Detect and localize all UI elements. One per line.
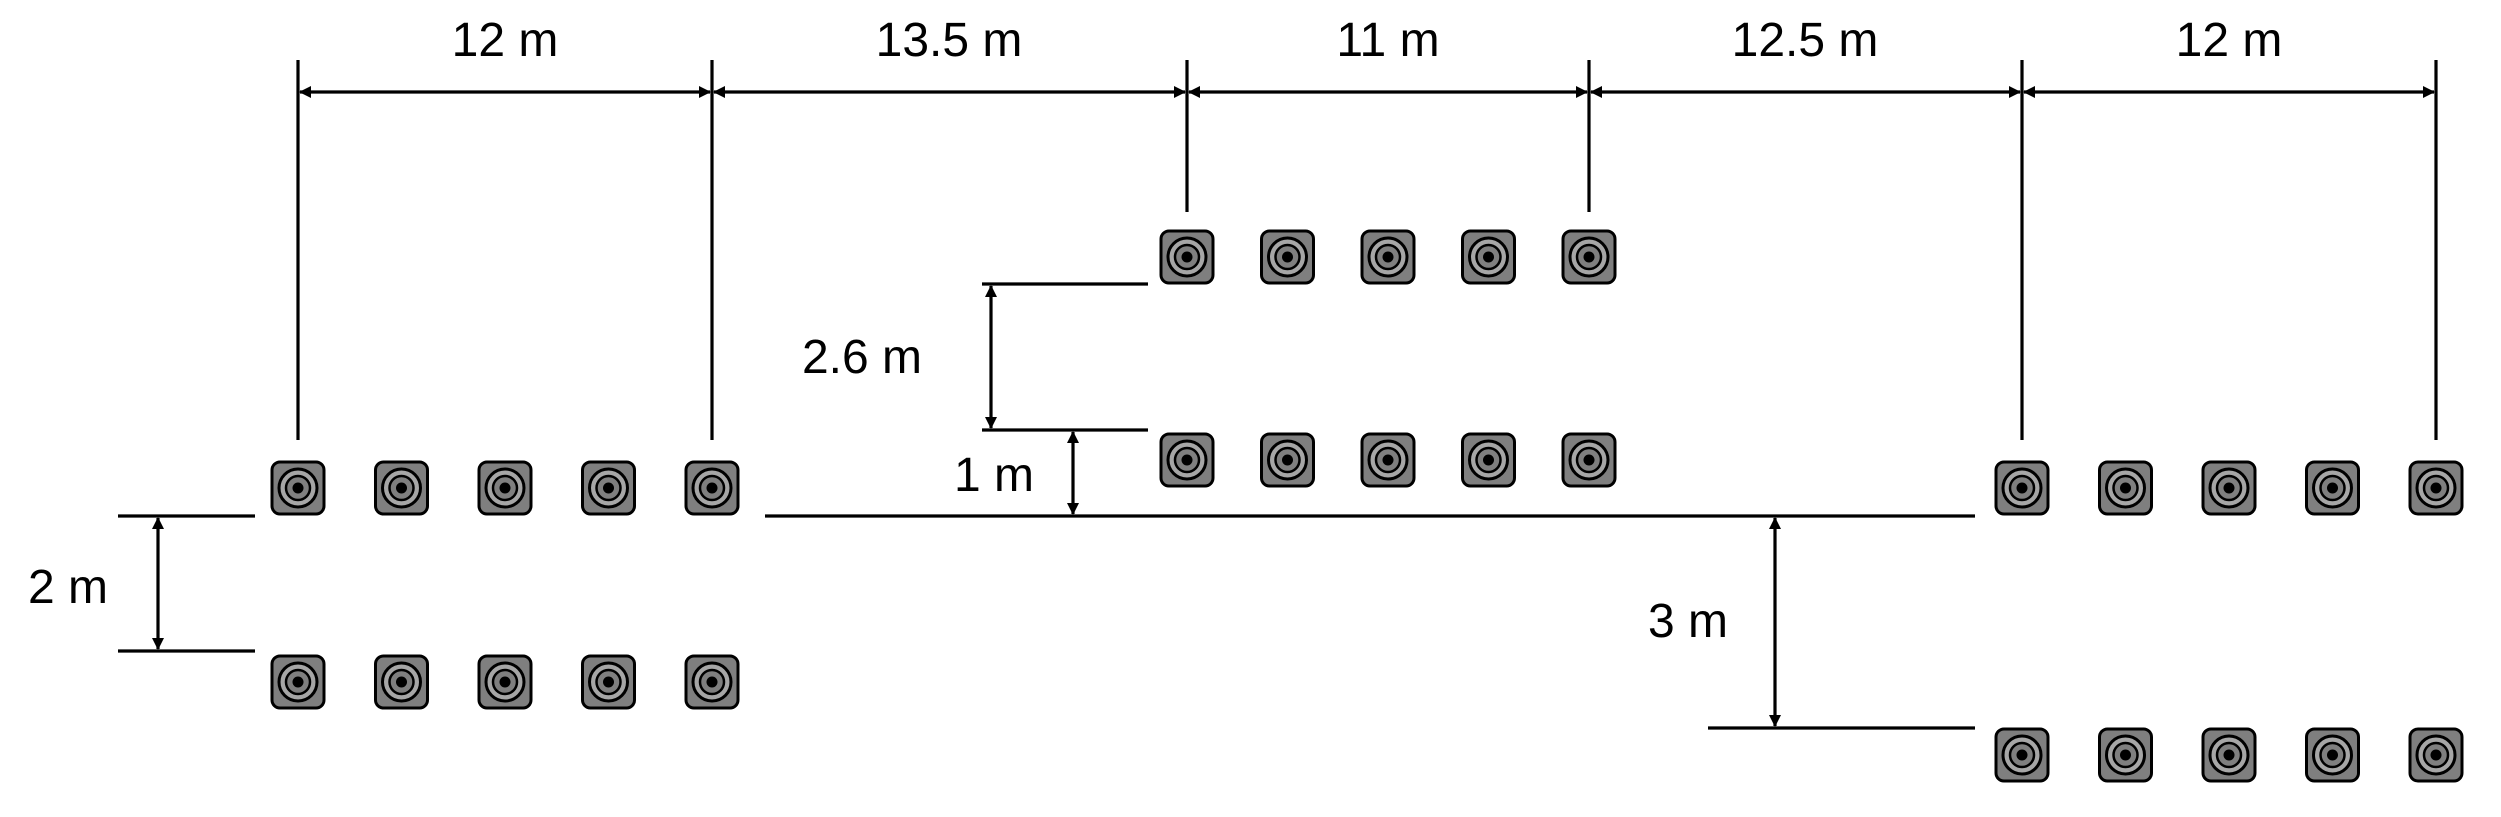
- sensor-icon: [1461, 432, 1516, 488]
- diagram-lines: [118, 60, 2438, 730]
- sensor-icon: [2305, 460, 2360, 516]
- sensor-icon: [1260, 229, 1315, 285]
- sensor-icon: [684, 460, 740, 516]
- sensor-icon: [1159, 432, 1215, 488]
- sensor-dot: [1382, 251, 1394, 263]
- sensor-icon: [581, 460, 636, 516]
- sensor-icon: [1561, 229, 1617, 285]
- sensor-icon: [374, 460, 429, 516]
- sensor-dot: [292, 482, 304, 494]
- dimension-label-v2: 2.6 m: [802, 331, 922, 384]
- sensor-dot: [2430, 482, 2442, 494]
- sensor-icon: [2201, 460, 2257, 516]
- sensor-dot: [2016, 749, 2028, 761]
- dimension-label-h2: 13.5 m: [876, 14, 1023, 67]
- sensor-dot: [706, 482, 718, 494]
- sensor-dot: [1583, 454, 1595, 466]
- sensor-icon: [2408, 727, 2464, 783]
- sensor-icon: [1994, 727, 2050, 783]
- sensor-icon: [1461, 229, 1516, 285]
- sensor-icon: [1561, 432, 1617, 488]
- row-right-lower: [1994, 727, 2464, 783]
- sensor-dot: [2327, 482, 2338, 494]
- sensor-dot: [499, 482, 511, 494]
- sensor-icon: [477, 460, 533, 516]
- sensor-icon: [2098, 727, 2153, 783]
- sensor-dot: [706, 676, 718, 688]
- row-left-lower: [270, 654, 740, 710]
- sensor-icon: [2201, 727, 2257, 783]
- sensor-icon: [270, 654, 326, 710]
- sensor-dot: [603, 676, 614, 688]
- sensor-dot: [1282, 454, 1293, 466]
- sensor-icon: [1159, 229, 1215, 285]
- row-middle-lower: [1159, 432, 1617, 488]
- sensor-icon: [1260, 432, 1315, 488]
- sensor-dot: [396, 482, 407, 494]
- dimension-label-h4: 12.5 m: [1732, 14, 1879, 67]
- sensor-dot: [1583, 251, 1595, 263]
- sensor-icon: [2408, 460, 2464, 516]
- row-middle-upper: [1159, 229, 1617, 285]
- sensor-icon: [1994, 460, 2050, 516]
- sensor-dot: [2327, 749, 2338, 761]
- sensor-icon: [477, 654, 533, 710]
- sensor-array: [270, 229, 2464, 783]
- sensor-dot: [292, 676, 304, 688]
- sensor-icon: [1360, 229, 1416, 285]
- sensor-icon: [2305, 727, 2360, 783]
- row-left-upper: [270, 460, 740, 516]
- dimension-label-h1: 12 m: [452, 14, 559, 67]
- dimension-label-v1: 2 m: [28, 561, 108, 614]
- sensor-dot: [603, 482, 614, 494]
- dimension-label-v3: 1 m: [954, 449, 1034, 502]
- sensor-dot: [1382, 454, 1394, 466]
- sensor-icon: [581, 654, 636, 710]
- sensor-icon: [374, 654, 429, 710]
- row-right-upper: [1994, 460, 2464, 516]
- sensor-dot: [2223, 749, 2235, 761]
- sensor-icon: [684, 654, 740, 710]
- sensor-dot: [499, 676, 511, 688]
- sensor-dot: [2016, 482, 2028, 494]
- sensor-dot: [1282, 251, 1293, 263]
- sensor-dot: [2430, 749, 2442, 761]
- sensor-dot: [1483, 251, 1494, 263]
- sensor-icon: [2098, 460, 2153, 516]
- sensor-dot: [1181, 251, 1193, 263]
- sensor-icon: [270, 460, 326, 516]
- sensor-dot: [1181, 454, 1193, 466]
- sensor-dot: [2223, 482, 2235, 494]
- sensor-dot: [2120, 749, 2131, 761]
- sensor-dot: [396, 676, 407, 688]
- dimension-label-h5: 12 m: [2176, 14, 2283, 67]
- dimension-label-v4: 3 m: [1648, 595, 1728, 648]
- dimension-label-h3: 11 m: [1336, 14, 1439, 67]
- sensor-dot: [2120, 482, 2131, 494]
- sensor-icon: [1360, 432, 1416, 488]
- dimension-annotations: 12 m 13.5 m 11 m 12.5 m 12 m 2 m 2.6 m 1 m 3 m: [28, 14, 2435, 727]
- sensor-dot: [1483, 454, 1494, 466]
